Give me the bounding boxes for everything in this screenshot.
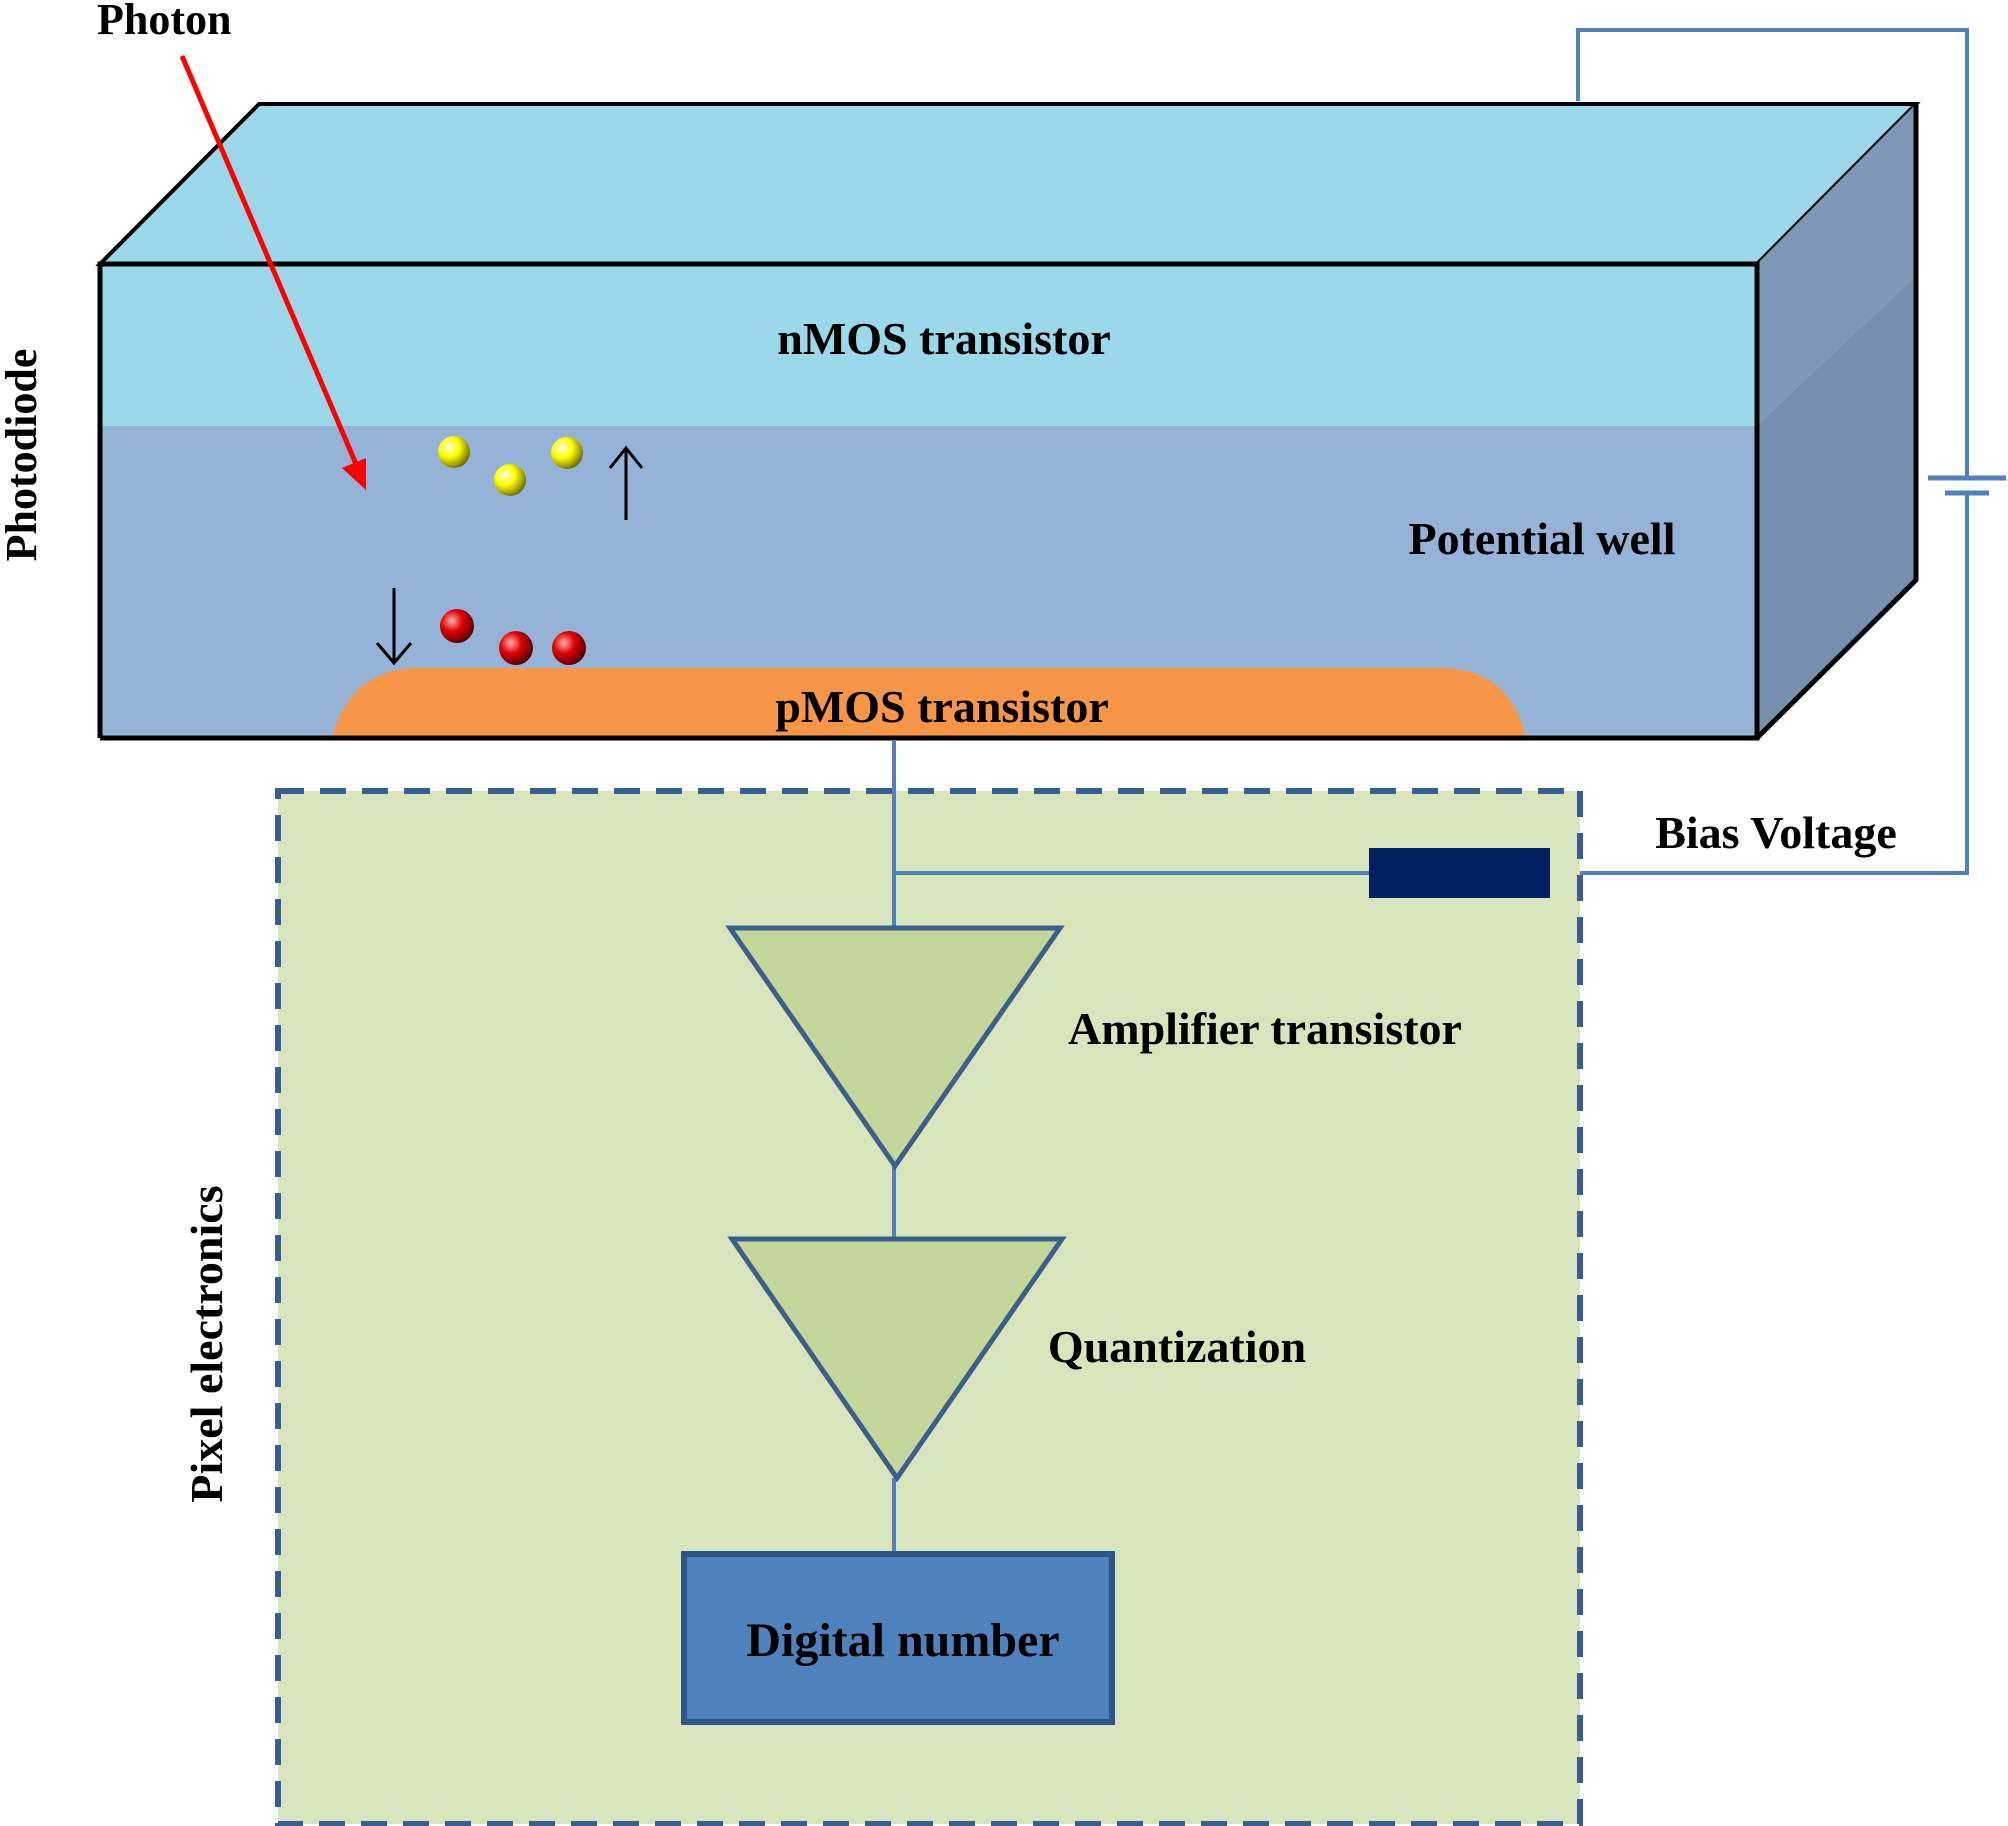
pixel-electronics-label: Pixel electronics [181,1185,232,1502]
amplifier-triangle [725,925,1065,1171]
electrons-group [440,609,586,665]
bias-circuit [1550,28,2006,875]
block-top-face [95,102,1921,266]
quantization-triangle [727,1236,1067,1483]
hole-particle [551,437,583,469]
bias-wire-bottom [1550,495,1969,875]
block-side-outline [1755,104,1919,740]
digital-number-label: Digital number [746,1614,1059,1667]
photodiode-label: Photodiode [0,349,46,562]
photon-arrowhead [342,458,366,490]
up-arrow-icon [608,445,644,520]
digital-number-box [681,1551,1115,1725]
down-arrow-icon [375,588,413,666]
photon-arrow [179,55,365,479]
quantization-label: Quantization [1048,1321,1306,1372]
electron-particle [552,631,586,665]
photodiode-block [95,102,1921,741]
bias-wire-top [1576,28,1969,476]
pmos-label: pMOS transistor [775,681,1109,732]
block-outline [97,261,1760,741]
hole-particle [438,436,470,468]
hole-particle [494,464,526,496]
block-side-face-lower [1757,275,1916,738]
potential-well-label: Potential well [1409,513,1676,564]
holes-group [438,436,583,496]
nmos-layer [100,264,1757,426]
block-side-face-upper [1757,104,1916,425]
resistor [1369,848,1550,898]
bias-voltage-label: Bias Voltage [1655,807,1897,858]
pmos-region [332,668,1526,738]
signal-wires [892,740,1370,1554]
electron-particle [440,609,474,643]
photon-label: Photon [97,0,231,44]
electron-particle [499,631,533,665]
amplifier-label: Amplifier transistor [1068,1003,1462,1054]
nmos-label: nMOS transistor [777,313,1111,364]
